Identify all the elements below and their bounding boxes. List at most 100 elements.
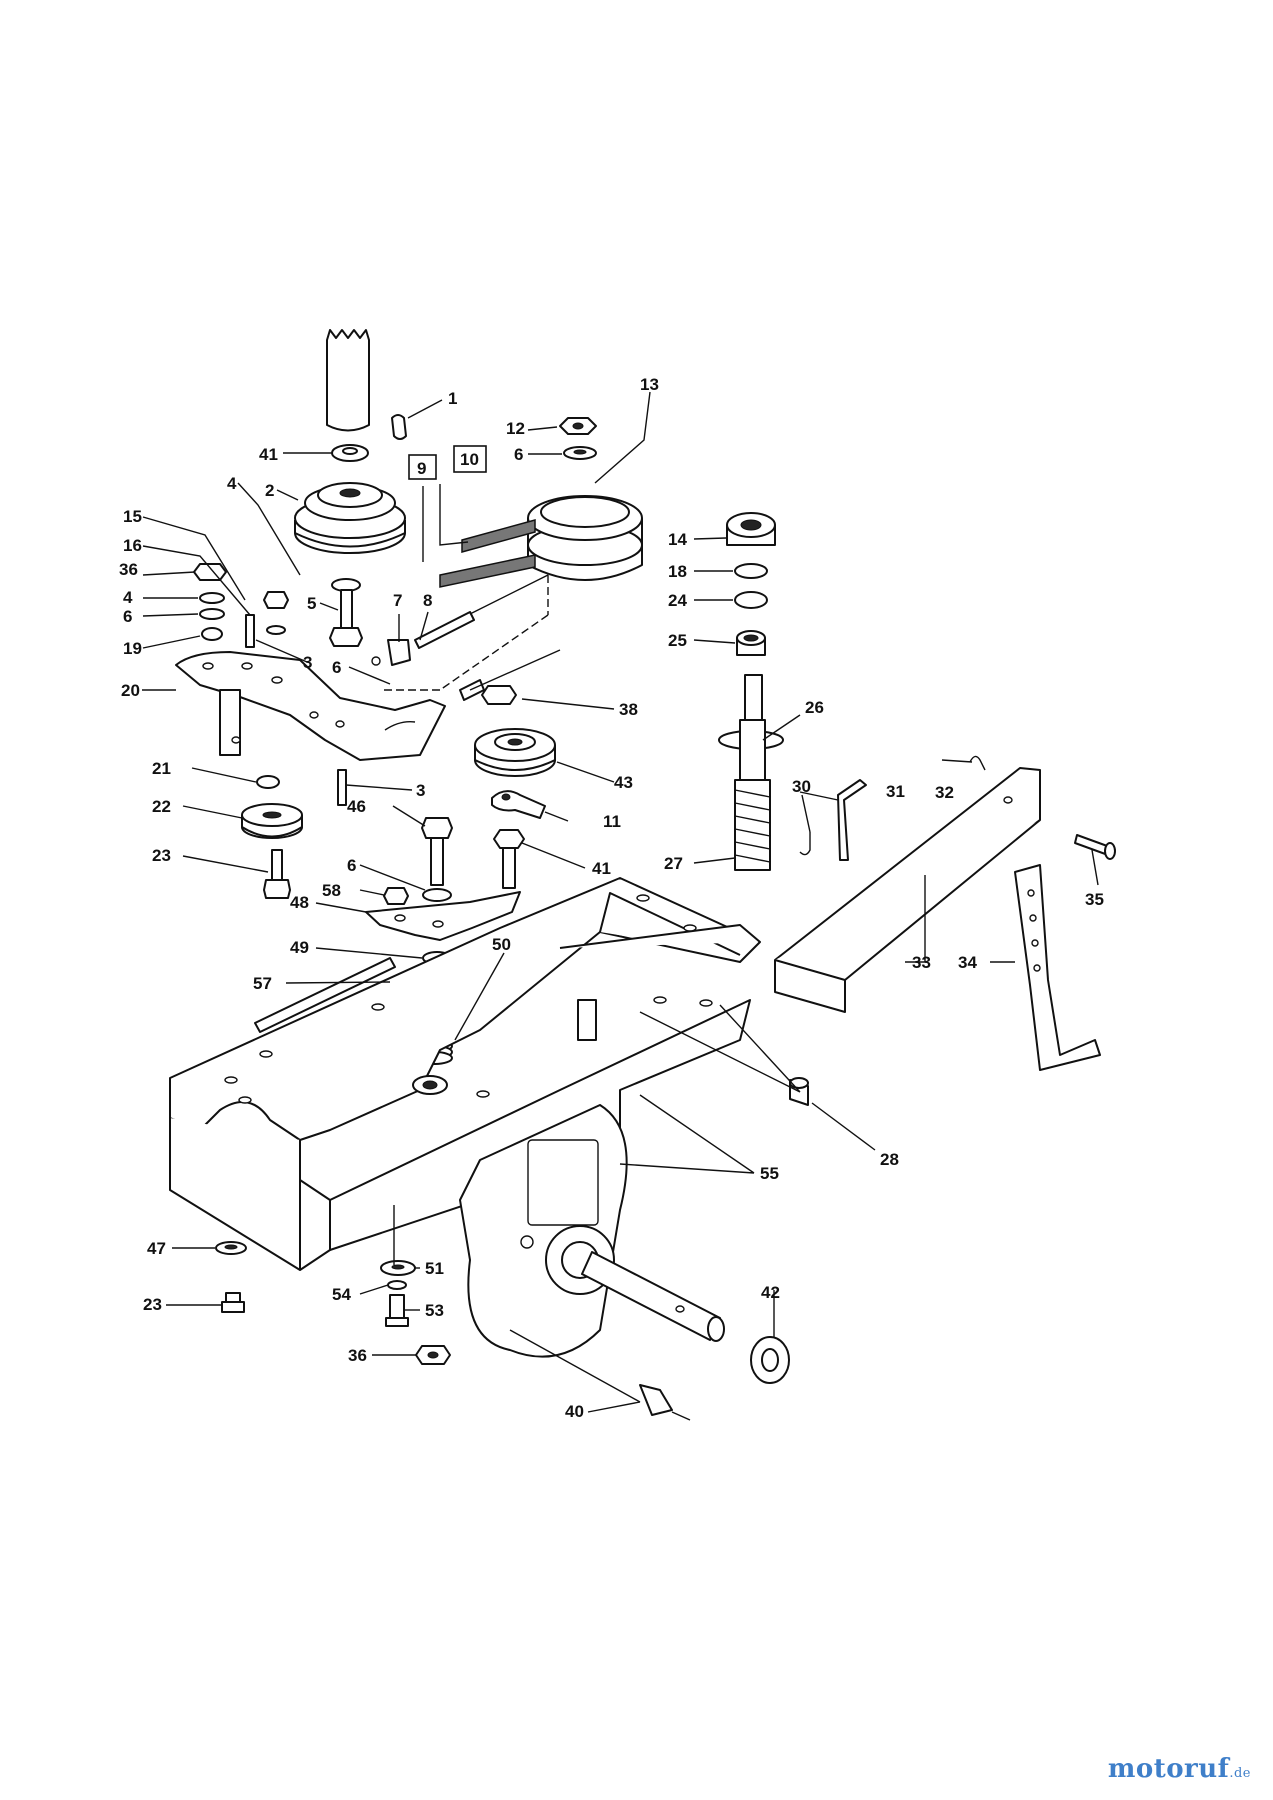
callout-14: 14 (668, 530, 687, 549)
screw-part-40 (639, 1384, 691, 1421)
callout-9: 9 (417, 459, 426, 478)
callout-15: 15 (123, 507, 142, 526)
callout-47: 47 (147, 1239, 166, 1258)
cotter-part-30 (799, 832, 811, 856)
washer-part-41-top (331, 444, 369, 462)
callout-57: 57 (253, 974, 272, 993)
callout-30: 30 (792, 777, 811, 796)
callout-40: 40 (565, 1402, 584, 1421)
callout-42: 42 (761, 1283, 780, 1302)
nut-part-41-mid (493, 829, 525, 889)
drawbar-part-33 (774, 767, 1041, 1013)
callout-13: 13 (640, 375, 659, 394)
callout-55: 55 (760, 1164, 779, 1183)
washer-part-51 (380, 1260, 416, 1276)
motoruf-watermark-logo: motoruf.de (1108, 1754, 1251, 1784)
washer-part-47 (215, 1241, 247, 1255)
callout-28: 28 (880, 1150, 899, 1169)
nut-part-21 (256, 775, 280, 789)
nut-part-12 (559, 417, 597, 435)
callout-50: 50 (492, 935, 511, 954)
bolt-part-46 (421, 817, 453, 902)
main-frame (169, 877, 761, 1271)
callout-32: 32 (935, 783, 954, 802)
callout-labels: 1 2 3 3 4 4 5 6 6 6 6 7 8 9 10 11 12 13 … (119, 375, 1104, 1421)
bearing-part-14 (726, 512, 776, 546)
callout-4: 4 (227, 474, 237, 493)
callout-19: 19 (123, 639, 142, 658)
callout-2: 2 (265, 481, 274, 500)
fastener-stack-left (193, 563, 289, 648)
callout-23: 23 (152, 846, 171, 865)
callout-58: 58 (322, 881, 341, 900)
callout-31: 31 (886, 782, 905, 801)
callout-24: 24 (668, 591, 687, 610)
bracket-part-11 (491, 790, 546, 819)
callout-34: 34 (958, 953, 977, 972)
callout-6: 6 (514, 445, 523, 464)
pin-part-31 (837, 779, 867, 861)
cable-part-8 (380, 574, 549, 691)
pin-part-3 (337, 769, 347, 806)
callout-48: 48 (290, 893, 309, 912)
cable-end-part-38 (459, 649, 561, 705)
callout-10: 10 (460, 450, 479, 469)
callout-51: 51 (425, 1259, 444, 1278)
bolt-part-5 (329, 578, 363, 647)
callout-16: 16 (123, 536, 142, 555)
callout-22: 22 (152, 797, 171, 816)
callout-25: 25 (668, 631, 687, 650)
clip-part-32 (969, 755, 986, 771)
worm-shaft-part-27 (718, 674, 784, 871)
callout-23: 23 (143, 1295, 162, 1314)
callout-1: 1 (448, 389, 457, 408)
shaft-stub (577, 999, 597, 1041)
tine-part-34 (1014, 864, 1101, 1071)
callout-8: 8 (423, 591, 432, 610)
bolt-part-23-upper (263, 849, 291, 899)
callout-26: 26 (805, 698, 824, 717)
callout-12: 12 (506, 419, 525, 438)
callout-49: 49 (290, 938, 309, 957)
ring-part-24 (734, 591, 768, 609)
key-part-1 (391, 414, 407, 440)
v-belts-part-9-10 (439, 519, 536, 588)
axle-shaft (581, 1251, 725, 1342)
callout-20: 20 (121, 681, 140, 700)
callout-6: 6 (332, 658, 341, 677)
watermark-suffix: .de (1229, 1766, 1251, 1781)
callout-27: 27 (664, 854, 683, 873)
callout-46: 46 (347, 797, 366, 816)
pulley-part-13 (527, 495, 643, 581)
callout-33: 33 (912, 953, 931, 972)
callout-41: 41 (592, 859, 611, 878)
bolt-part-53 (385, 1294, 409, 1327)
callout-54: 54 (332, 1285, 351, 1304)
callout-4: 4 (123, 588, 133, 607)
callout-43: 43 (614, 773, 633, 792)
clamp-part-7 (371, 639, 411, 666)
pulley-part-2 (294, 482, 406, 554)
callout-3: 3 (416, 781, 425, 800)
callout-53: 53 (425, 1301, 444, 1320)
part-drawings (169, 329, 1116, 1421)
bolt-part-23-lower (221, 1292, 245, 1313)
callout-7: 7 (393, 591, 402, 610)
nut-part-58 (383, 887, 409, 905)
pulley-part-22 (241, 803, 303, 839)
needle-bearing-part-25 (736, 630, 766, 656)
pin-part-35 (1074, 834, 1116, 860)
washer-part-42 (750, 1336, 790, 1384)
nut-part-36-lower (415, 1345, 451, 1365)
callout-35: 35 (1085, 890, 1104, 909)
callout-36: 36 (348, 1346, 367, 1365)
callout-36: 36 (119, 560, 138, 579)
engine-shaft (326, 329, 370, 432)
washer-part-6-top (563, 446, 597, 460)
gearbox-housing-part-55 (329, 999, 751, 1358)
callout-38: 38 (619, 700, 638, 719)
watermark-brand: motoruf (1107, 1754, 1230, 1784)
callout-21: 21 (152, 759, 171, 778)
callout-6: 6 (347, 856, 356, 875)
